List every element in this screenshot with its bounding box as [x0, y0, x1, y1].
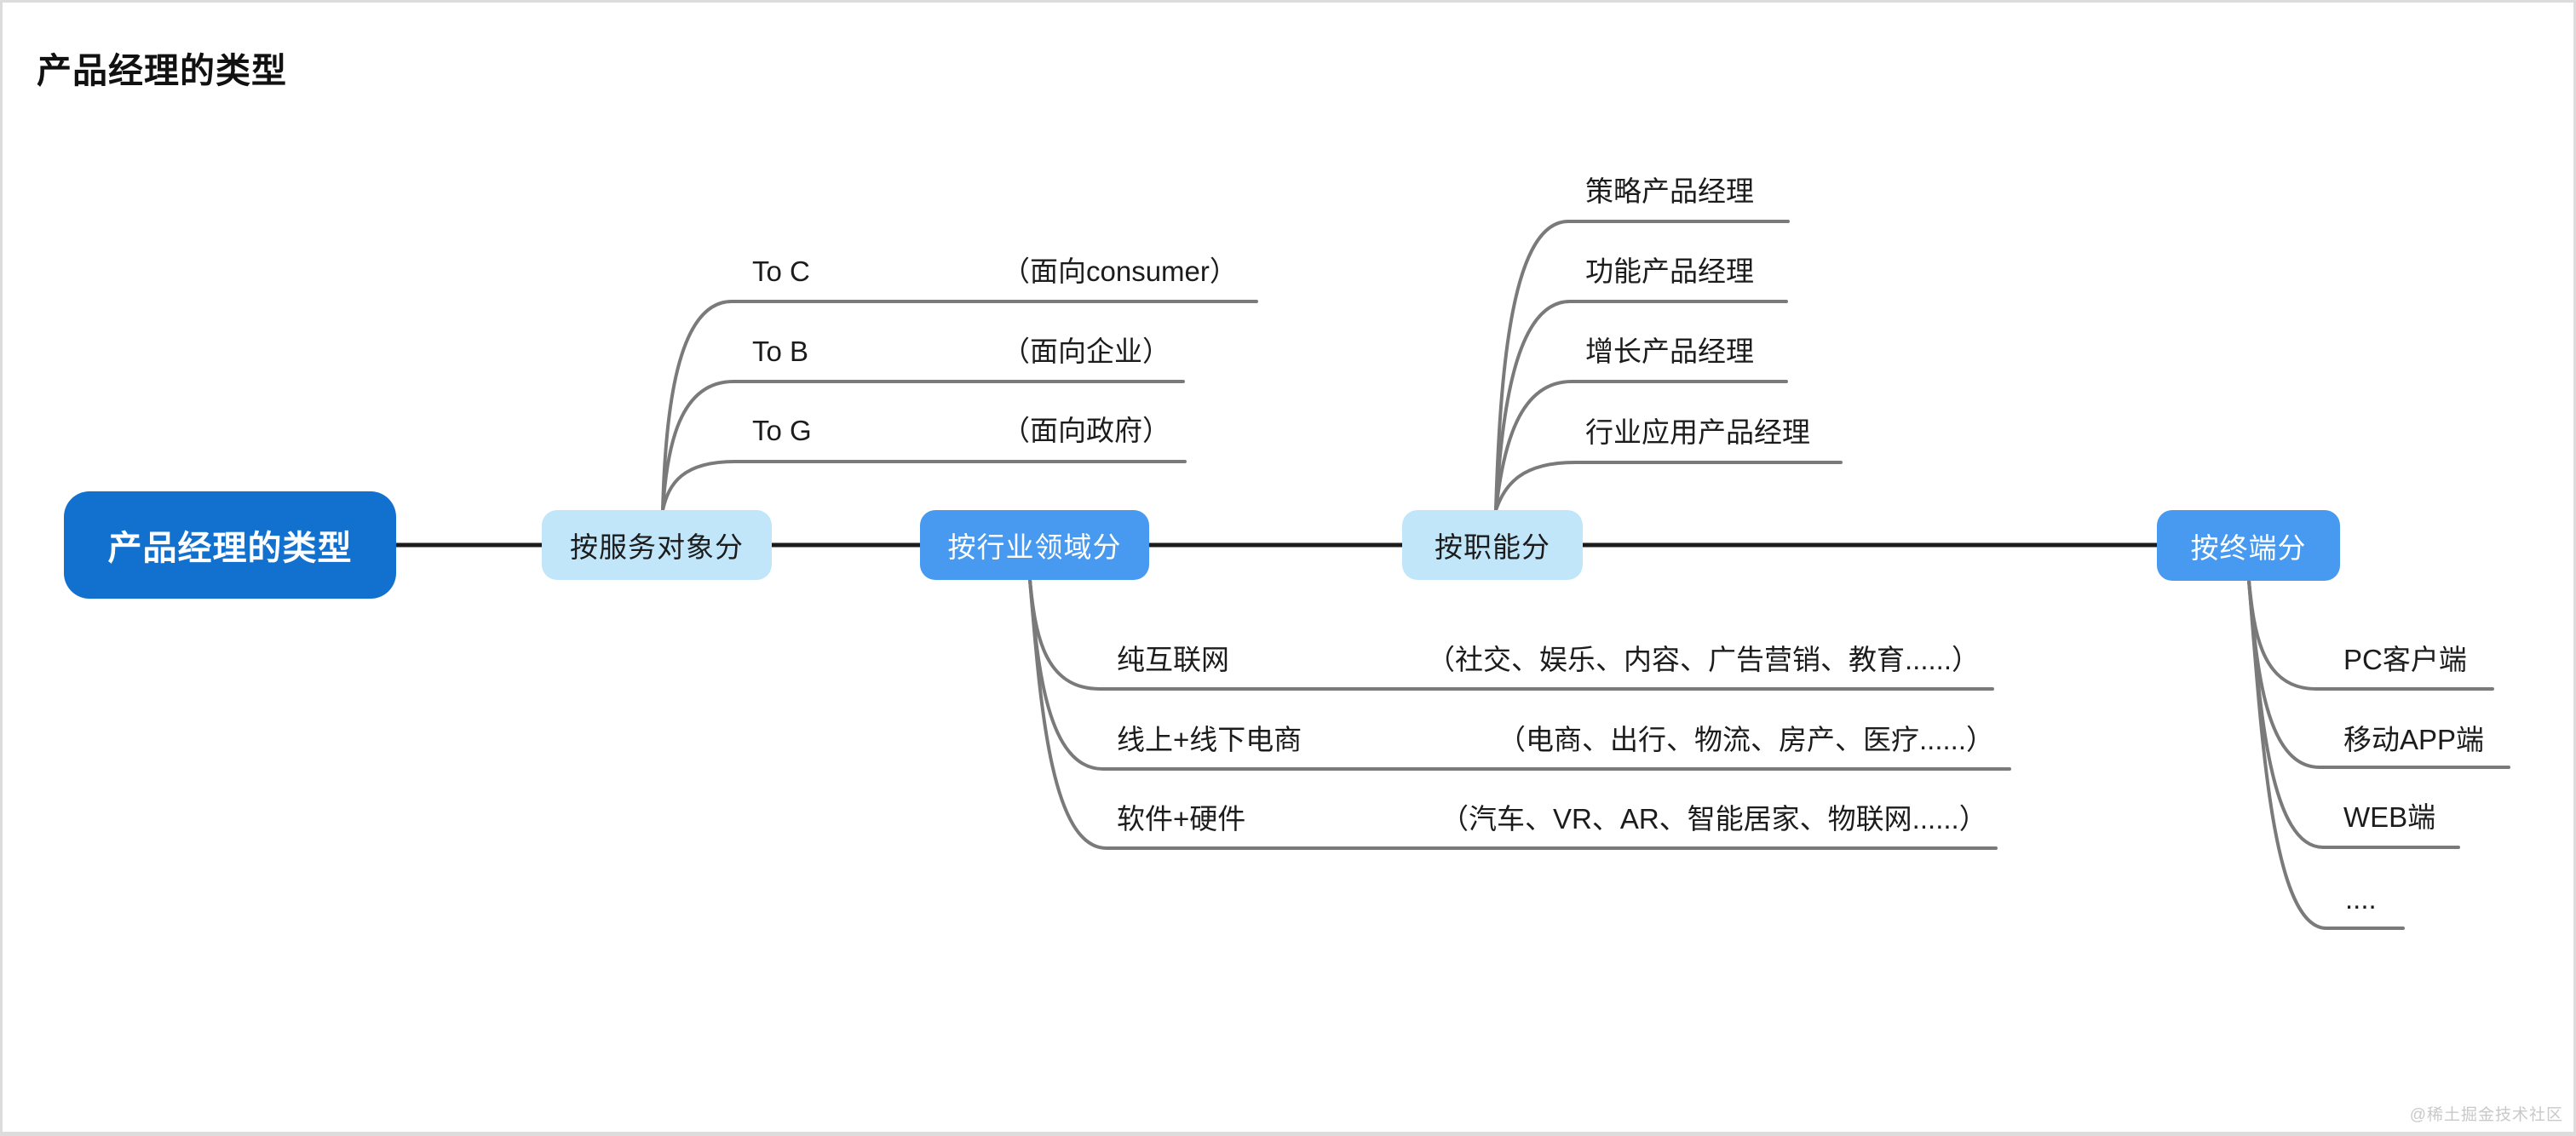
leaf-label: To G	[752, 415, 812, 446]
branch-node-label: 按行业领域分	[947, 531, 1122, 563]
page-title: 产品经理的类型	[37, 51, 287, 90]
connector-curve	[1494, 300, 1788, 512]
leaf-note: （面向政府）	[1002, 415, 1170, 446]
leaf-note: （汽车、VR、AR、智能居家、物联网......）	[1440, 803, 1987, 835]
leaf-label: To B	[752, 336, 809, 367]
connector-curve	[1494, 380, 1788, 512]
leaf-label: 策略产品经理	[1585, 175, 1754, 207]
leaf-label: 软件+硬件	[1117, 803, 1246, 835]
branch-node-label: 按职能分	[1435, 531, 1550, 563]
leaf-note: （电商、出行、物流、房产、医疗......）	[1498, 724, 1995, 755]
branch-node-terminal: 按终端分	[2157, 510, 2340, 581]
connector-curve	[1494, 220, 1790, 512]
leaf-label: ....	[2345, 883, 2377, 915]
watermark: @稀土掘金技术社区	[2409, 1106, 2563, 1124]
branch-node-service-target: 按服务对象分	[542, 510, 772, 580]
connector-curve	[1028, 578, 1998, 850]
connector-curve	[661, 300, 1258, 512]
leaf-note: （社交、娱乐、内容、广告营销、教育......）	[1427, 644, 1981, 675]
leaf-label: WEB端	[2343, 801, 2436, 833]
leaf-label: To C	[752, 255, 810, 287]
connector-curve	[661, 380, 1185, 512]
leaf-label: 线上+线下电商	[1117, 724, 1302, 755]
leaf-note: （面向企业）	[1002, 336, 1170, 367]
branch-node-function: 按职能分	[1402, 510, 1583, 580]
leaf-label: 功能产品经理	[1585, 255, 1754, 287]
branch-node-label: 按服务对象分	[570, 531, 744, 563]
leaf-label: 移动APP端	[2343, 724, 2485, 755]
connector-curve	[1494, 461, 1843, 512]
branch-node-industry: 按行业领域分	[920, 510, 1149, 580]
root-node-label: 产品经理的类型	[107, 530, 353, 567]
leaf-note: （面向consumer）	[1002, 255, 1238, 287]
root-node: 产品经理的类型	[64, 491, 396, 599]
branch-node-label: 按终端分	[2190, 531, 2307, 564]
leaf-label: PC客户端	[2343, 644, 2467, 675]
connector-curve	[2247, 579, 2405, 930]
connector-curve	[661, 460, 1187, 512]
leaf-label: 行业应用产品经理	[1585, 416, 1810, 448]
leaf-label: 纯互联网	[1117, 644, 1229, 675]
leaf-label: 增长产品经理	[1585, 336, 1754, 367]
